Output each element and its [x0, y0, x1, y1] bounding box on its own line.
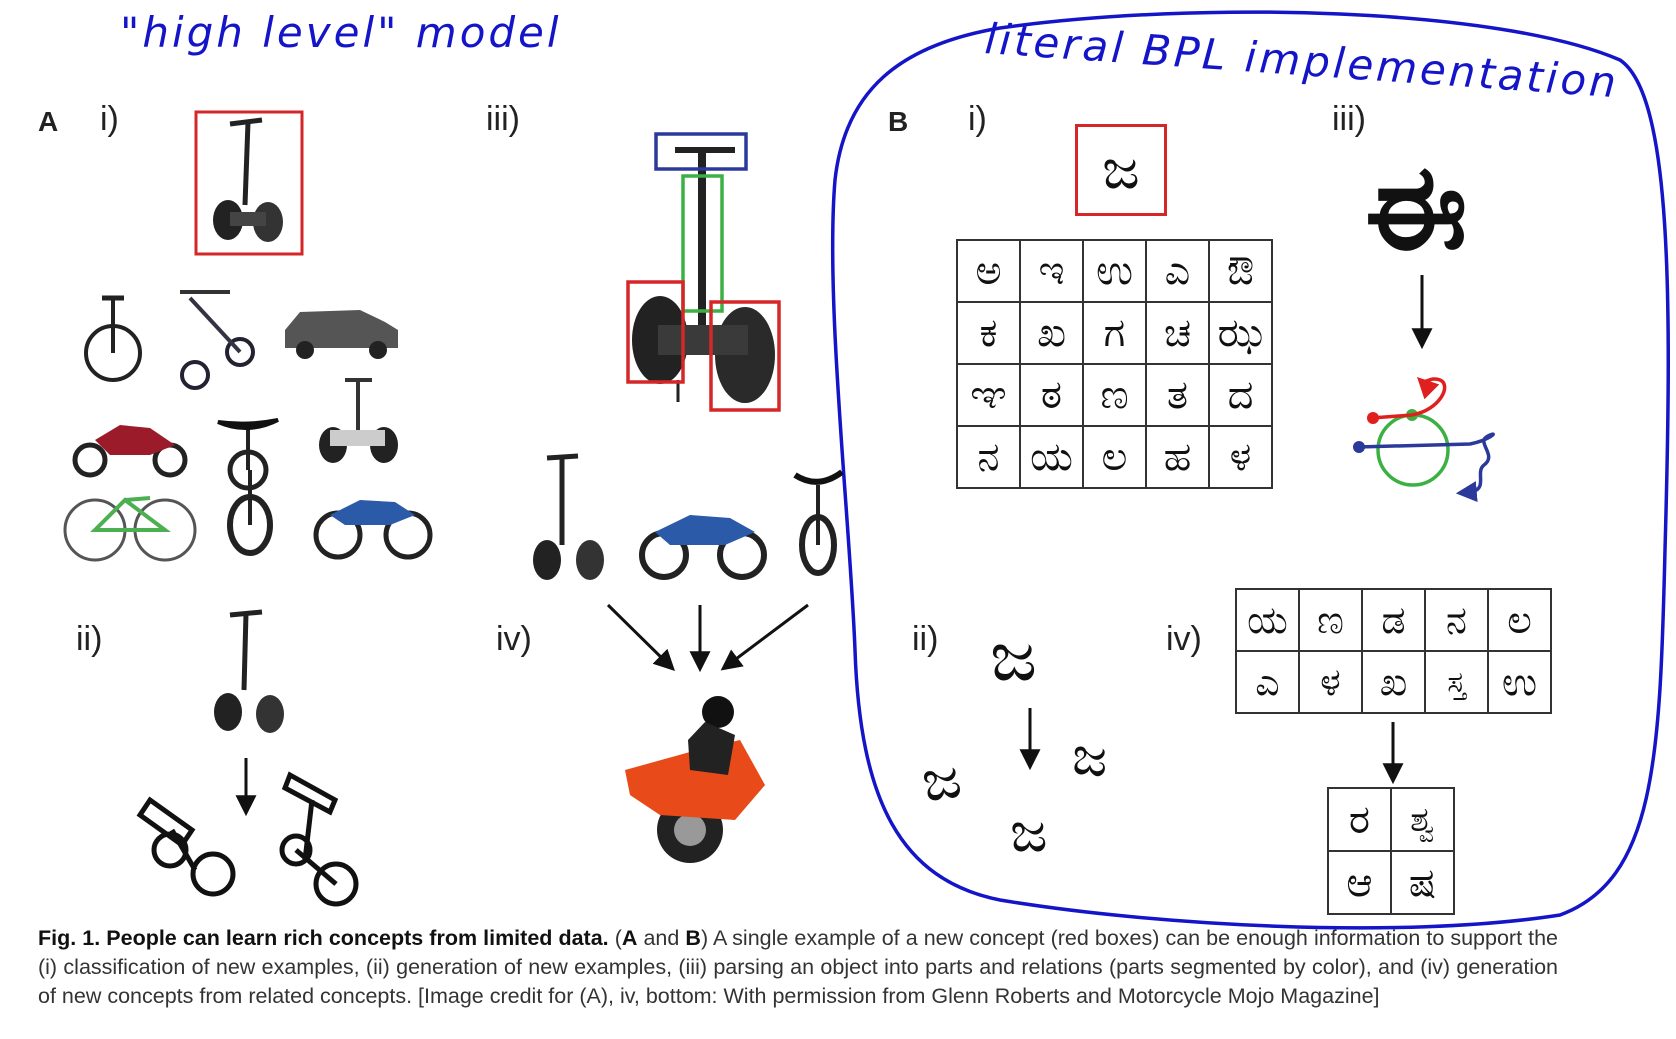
part-handlebar-box: [654, 132, 748, 171]
grid-cell: ಯ: [1021, 427, 1084, 489]
parse-character: ಈ: [1365, 138, 1468, 276]
green-stroke: [1376, 413, 1450, 487]
grid-cell: ನ: [1426, 590, 1489, 652]
part-shaft-box: [681, 174, 724, 313]
arrow-iv-right: [720, 603, 809, 671]
generated-segway-sketch-1: [136, 796, 236, 897]
grid-cell: ಣ: [1084, 365, 1147, 427]
grid-cell: ಎ: [1147, 241, 1210, 303]
generated-character: ಜ: [1010, 800, 1048, 865]
grid-cell: ಣ: [1300, 590, 1363, 652]
panel-b-label: B: [888, 106, 909, 137]
segway-ii: [214, 609, 284, 733]
panel-b-i-label: i): [968, 100, 987, 138]
panel-a-iv-label: iv): [496, 620, 532, 658]
unicycle-iv: [793, 469, 844, 576]
caption-paren: (: [614, 926, 622, 950]
target-character: ಜ: [1102, 137, 1140, 202]
grid-cell: ಳ: [1300, 652, 1363, 714]
panel-a-ii-label: ii): [76, 620, 103, 658]
stroke-parse: [1353, 377, 1495, 503]
caption-body: ) A single example of a new concept (red…: [38, 926, 1558, 1008]
grid-cell: ತ: [1147, 365, 1210, 427]
caption-and: and: [637, 926, 686, 950]
grid-cell: ಉ: [1084, 241, 1147, 303]
motorcycle-iv: [639, 515, 767, 580]
panel-a-iii-label: iii): [486, 100, 520, 138]
grid-cell: ಷ: [1392, 852, 1455, 915]
unicycle-3: [227, 470, 273, 556]
related-concepts-grid: ಯ ಣ ಡ ನ ಲ ಎ ಳ ಖ ಸ್ತ ಉ: [1235, 588, 1552, 714]
segway-2: [319, 378, 398, 463]
novel-vehicle: [625, 696, 765, 863]
panel-b-ii-label: ii): [912, 620, 939, 658]
new-concepts-grid: ರ ಶ್ವ ಆ ಷ: [1327, 787, 1455, 915]
red-target-box: [194, 110, 304, 256]
classification-grid: ಅ ಇ ಉ ಎ ಔ ಕ ಖ ಗ ಚ ಝ ಞ ಠ ಣ ತ ದ ನ ಯ ಲ ಹ ಳ: [956, 239, 1273, 489]
panel-b-iii-label: iii): [1332, 100, 1366, 138]
part-wheel-right-box: [709, 300, 781, 412]
grid-cell: ಚ: [1147, 303, 1210, 365]
figure-caption: Fig. 1. People can learn rich concepts f…: [38, 924, 1558, 1011]
caption-title: People can learn rich concepts from limi…: [106, 926, 609, 950]
grid-cell: ಉ: [1489, 652, 1552, 714]
generated-segway-sketch-2: [279, 771, 359, 907]
motorcycle-red: [72, 425, 188, 478]
grid-cell: ಲ: [1084, 427, 1147, 489]
target-character-box: ಜ: [1075, 124, 1167, 216]
grid-cell: ಲ: [1489, 590, 1552, 652]
panel-a-label: A: [38, 106, 59, 137]
grid-cell: ರ: [1329, 789, 1392, 852]
grid-cell: ಯ: [1237, 590, 1300, 652]
caption-fig-number: Fig. 1.: [38, 926, 101, 950]
grid-cell: ಹ: [1147, 427, 1210, 489]
blue-stroke: [1357, 432, 1495, 503]
grid-cell: ಝ: [1210, 303, 1273, 365]
grid-cell: ದ: [1210, 365, 1273, 427]
grid-cell: ಖ: [1363, 652, 1426, 714]
grid-cell: ಇ: [1021, 241, 1084, 303]
source-character: ಜ: [990, 615, 1038, 697]
grid-cell: ಎ: [1237, 652, 1300, 714]
segway-target: [194, 110, 304, 256]
grid-cell: ಞ: [958, 365, 1021, 427]
grid-cell: ಠ: [1021, 365, 1084, 427]
grid-cell: ಶ್ವ: [1392, 789, 1455, 852]
grid-cell: ಆ: [1329, 852, 1392, 915]
unicycle-1: [84, 295, 142, 382]
scooter: [180, 290, 255, 390]
segway-parts: [626, 132, 781, 412]
grid-cell: ಕ: [958, 303, 1021, 365]
grid-cell: ಖ: [1021, 303, 1084, 365]
segway-iv: [533, 453, 604, 580]
car: [285, 310, 398, 359]
grid-cell: ಸ್ತ: [1426, 652, 1489, 714]
high-level-model-annotation: "high level" model: [120, 8, 562, 57]
panel-b-iv-label: iv): [1166, 620, 1202, 658]
panel-a-i-label: i): [100, 100, 119, 138]
grid-cell: ಗ: [1084, 303, 1147, 365]
grid-cell: ಳ: [1210, 427, 1273, 489]
grid-cell: ಡ: [1363, 590, 1426, 652]
arrow-iv-left: [606, 603, 675, 671]
caption-b: B: [685, 926, 701, 950]
motorcycle-blue: [313, 500, 433, 560]
blue-enclosure-path: [830, 10, 1671, 930]
bicycle-green: [63, 496, 197, 562]
grid-cell: ನ: [958, 427, 1021, 489]
part-wheel-left-box: [626, 280, 685, 384]
grid-cell: ಔ: [1210, 241, 1273, 303]
grid-cell: ಅ: [958, 241, 1021, 303]
red-stroke: [1371, 377, 1447, 420]
caption-a: A: [621, 926, 638, 950]
